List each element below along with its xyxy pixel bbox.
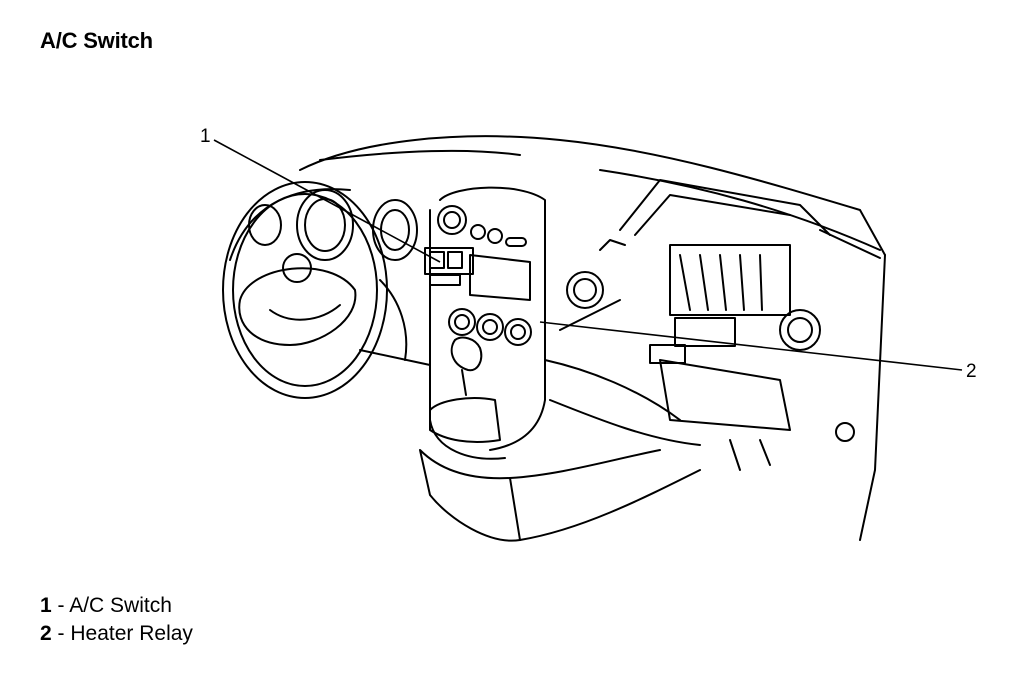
leader-line-2 (539, 321, 963, 371)
legend-separator: - (51, 594, 70, 617)
legend-label: Heater Relay (70, 622, 193, 645)
legend-number: 1 (40, 594, 52, 617)
legend: 1 - A/C Switch 2 - Heater Relay (40, 592, 193, 648)
legend-label: A/C Switch (69, 594, 172, 617)
page-title: A/C Switch (40, 28, 153, 53)
leader-line-1 (213, 139, 441, 263)
legend-separator: - (51, 622, 71, 645)
legend-number: 2 (40, 622, 52, 645)
callout-number-2: 2 (966, 361, 977, 382)
legend-item-2: 2 - Heater Relay (40, 620, 193, 648)
legend-item-1: 1 - A/C Switch (40, 592, 193, 620)
callout-number-1: 1 (200, 126, 211, 147)
